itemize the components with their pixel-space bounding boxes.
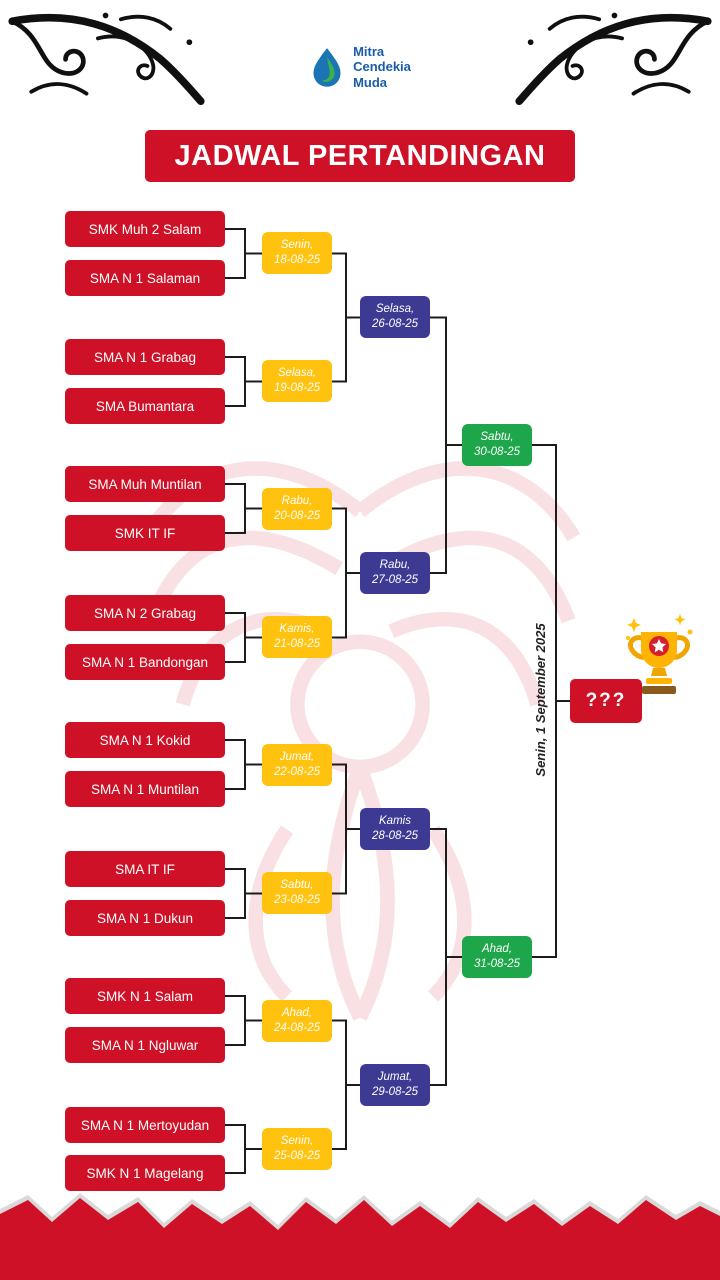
logo: Mitra Cendekia Muda bbox=[0, 44, 720, 90]
match-day: Senin, bbox=[280, 1135, 314, 1148]
flourish-ornament-icon bbox=[515, 12, 712, 106]
match-date: 20-08-25 bbox=[273, 510, 321, 522]
match-date: 28-08-25 bbox=[371, 830, 419, 842]
match-day: Ahad, bbox=[281, 1007, 313, 1020]
team-box: SMA N 1 Salaman bbox=[65, 260, 225, 296]
team-box: SMK IT IF bbox=[65, 515, 225, 551]
team-box: SMK Muh 2 Salam bbox=[65, 211, 225, 247]
match-date: 26-08-25 bbox=[371, 318, 419, 330]
team-box: SMA Bumantara bbox=[65, 388, 225, 424]
match-day: Kamis, bbox=[279, 623, 315, 636]
round2-match-box: Jumat, 29-08-25 bbox=[360, 1064, 430, 1106]
match-date: 31-08-25 bbox=[473, 958, 521, 970]
team-box: SMA N 1 Kokid bbox=[65, 722, 225, 758]
match-date: 29-08-25 bbox=[371, 1086, 419, 1098]
final-date-label: Senin, 1 September 2025 bbox=[533, 623, 548, 777]
round1-match-box: Kamis, 21-08-25 bbox=[262, 616, 332, 658]
water-drop-logo-icon bbox=[313, 48, 341, 87]
page-title: JADWAL PERTANDINGAN bbox=[145, 130, 575, 182]
match-day: Senin, bbox=[280, 239, 314, 252]
match-date: 22-08-25 bbox=[273, 766, 321, 778]
trophy-icon bbox=[626, 614, 693, 694]
champion-placeholder-box: ??? bbox=[570, 679, 642, 723]
team-box: SMA N 2 Grabag bbox=[65, 595, 225, 631]
round1-match-box: Sabtu, 23-08-25 bbox=[262, 872, 332, 914]
flourish-ornament-icon bbox=[8, 12, 205, 106]
round2-match-box: Kamis 28-08-25 bbox=[360, 808, 430, 850]
round1-match-box: Ahad, 24-08-25 bbox=[262, 1000, 332, 1042]
match-day: Sabtu, bbox=[480, 431, 514, 444]
team-box: SMA Muh Muntilan bbox=[65, 466, 225, 502]
semifinal-match-box: Sabtu, 30-08-25 bbox=[462, 424, 532, 466]
round2-match-box: Rabu, 27-08-25 bbox=[360, 552, 430, 594]
team-box: SMA N 1 Dukun bbox=[65, 900, 225, 936]
match-date: 30-08-25 bbox=[473, 446, 521, 458]
match-day: Jumat, bbox=[377, 1071, 413, 1084]
match-day: Ahad, bbox=[481, 943, 513, 956]
round1-match-box: Jumat, 22-08-25 bbox=[262, 744, 332, 786]
round2-match-box: Selasa, 26-08-25 bbox=[360, 296, 430, 338]
team-box: SMA N 1 Ngluwar bbox=[65, 1027, 225, 1063]
team-box: SMA N 1 Grabag bbox=[65, 339, 225, 375]
team-box: SMA N 1 Bandongan bbox=[65, 644, 225, 680]
match-day: Rabu, bbox=[281, 495, 313, 508]
match-day: Kamis bbox=[379, 815, 411, 828]
team-box: SMA N 1 Muntilan bbox=[65, 771, 225, 807]
match-day: Sabtu, bbox=[280, 879, 314, 892]
match-day: Selasa, bbox=[375, 303, 415, 316]
round1-match-box: Rabu, 20-08-25 bbox=[262, 488, 332, 530]
match-date: 27-08-25 bbox=[371, 574, 419, 586]
semifinal-match-box: Ahad, 31-08-25 bbox=[462, 936, 532, 978]
logo-line2: Cendekia bbox=[353, 59, 411, 75]
match-date: 18-08-25 bbox=[273, 254, 321, 266]
logo-text: Mitra Cendekia Muda bbox=[353, 44, 411, 90]
round1-match-box: Senin, 18-08-25 bbox=[262, 232, 332, 274]
round1-match-box: Selasa, 19-08-25 bbox=[262, 360, 332, 402]
logo-line3: Muda bbox=[353, 74, 388, 90]
match-day: Rabu, bbox=[379, 559, 411, 572]
round1-match-box: Senin, 25-08-25 bbox=[262, 1128, 332, 1170]
logo-line1: Mitra bbox=[353, 44, 385, 59]
match-day: Jumat, bbox=[279, 751, 315, 764]
match-day: Selasa, bbox=[277, 367, 317, 380]
torn-paper-edge bbox=[0, 1193, 720, 1280]
team-box: SMK N 1 Salam bbox=[65, 978, 225, 1014]
match-date: 25-08-25 bbox=[273, 1150, 321, 1162]
team-box: SMA N 1 Mertoyudan bbox=[65, 1107, 225, 1143]
match-date: 24-08-25 bbox=[273, 1022, 321, 1034]
team-box: SMA IT IF bbox=[65, 851, 225, 887]
match-date: 21-08-25 bbox=[273, 638, 321, 650]
match-date: 23-08-25 bbox=[273, 894, 321, 906]
team-box: SMK N 1 Magelang bbox=[65, 1155, 225, 1191]
match-date: 19-08-25 bbox=[273, 382, 321, 394]
